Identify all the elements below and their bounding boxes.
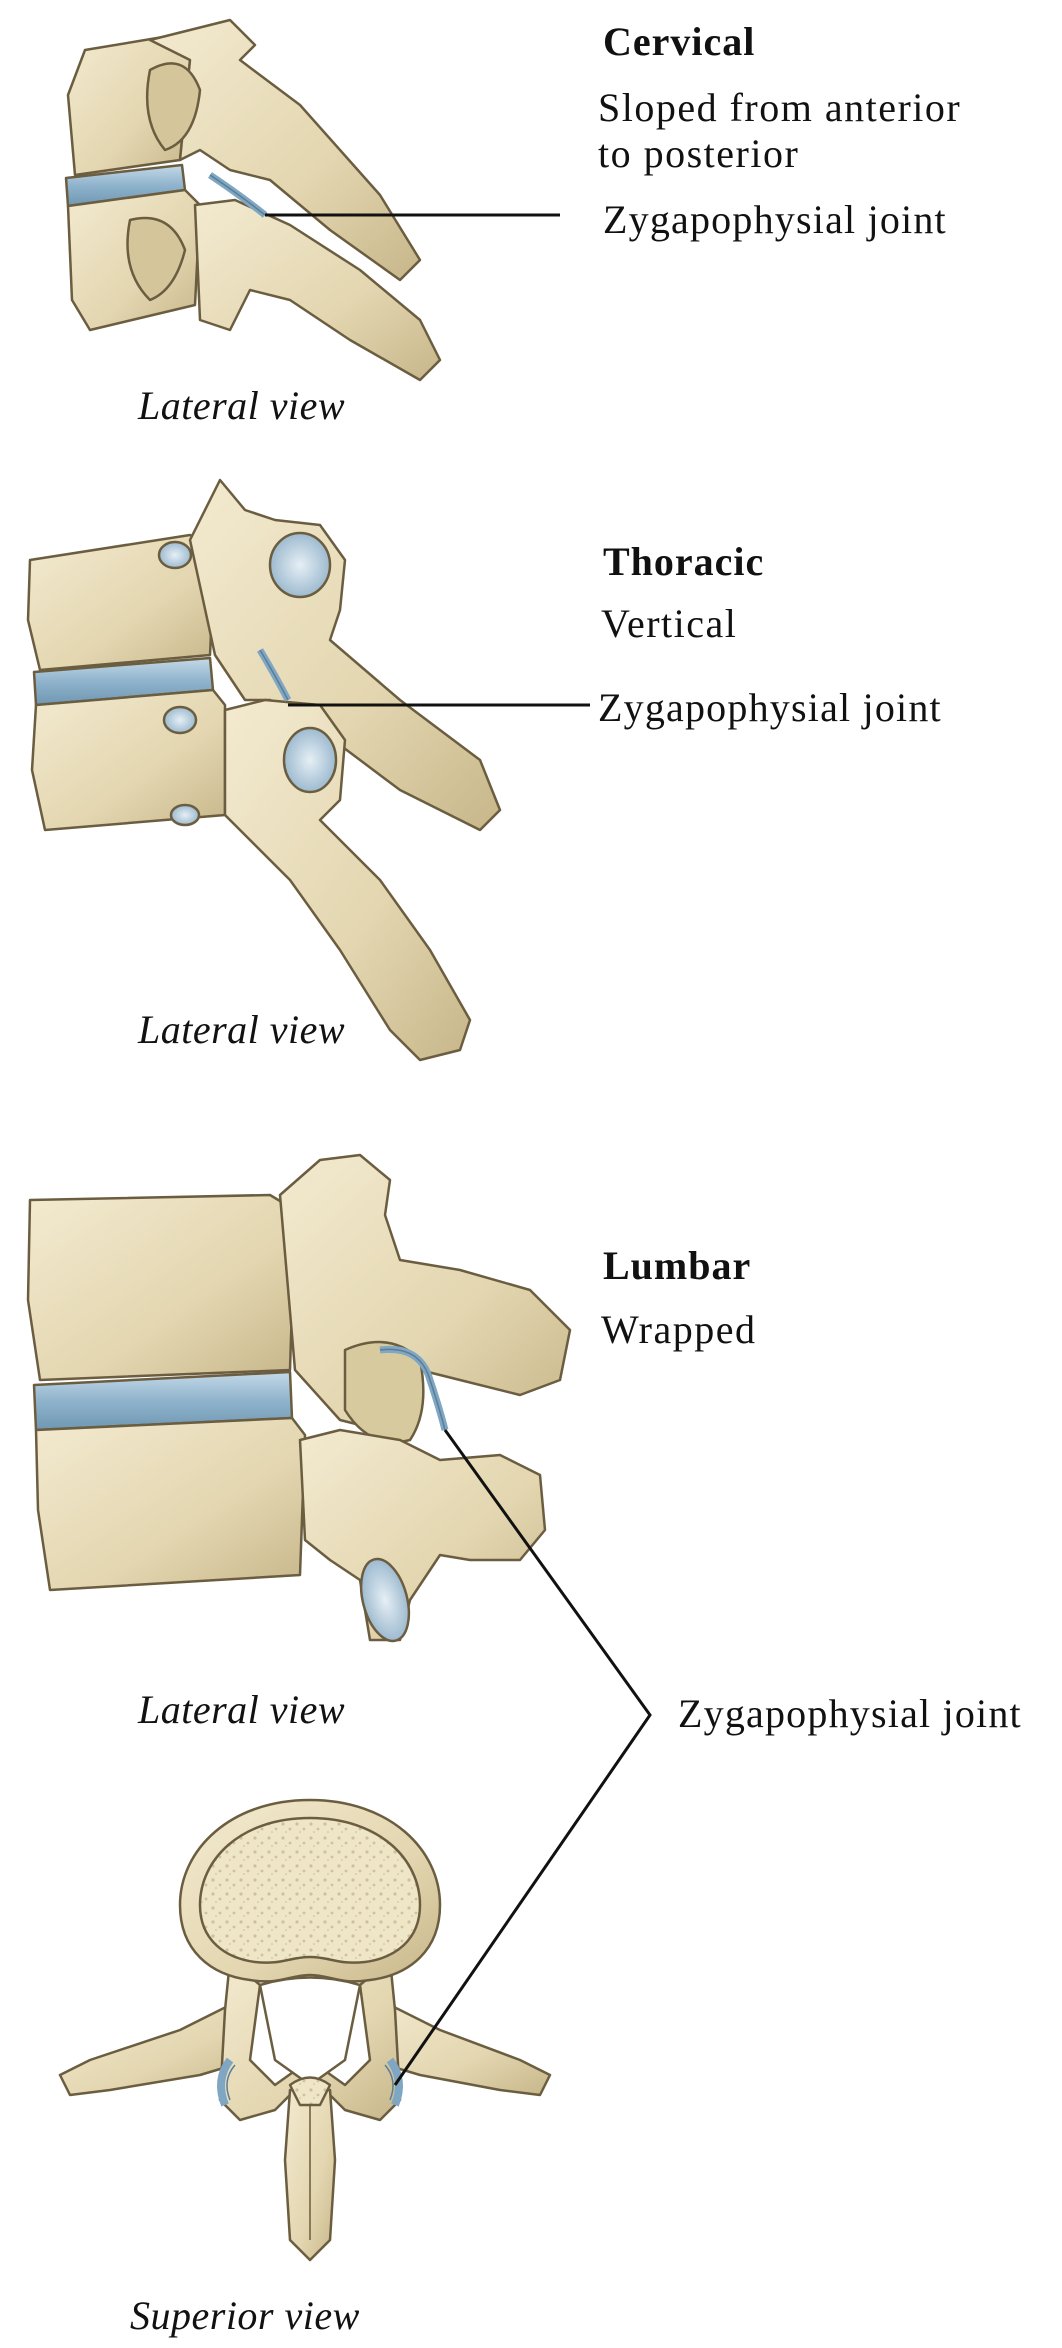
cervical-orientation-line1: Sloped from anterior bbox=[598, 84, 961, 132]
lumbar-orientation: Wrapped bbox=[601, 1306, 756, 1354]
lumbar-lateral-drawing bbox=[28, 1155, 570, 1646]
cervical-vertebrae-drawing bbox=[66, 20, 440, 380]
lumbar-title: Lumbar bbox=[603, 1242, 751, 1289]
cervical-view-label: Lateral view bbox=[138, 382, 345, 429]
lumbar-joint-label: Zygapophysial joint bbox=[678, 1690, 1022, 1737]
lumbar-superior-view-label: Superior view bbox=[130, 2292, 360, 2339]
thoracic-view-label: Lateral view bbox=[138, 1006, 345, 1053]
cervical-title: Cervical bbox=[603, 18, 755, 65]
thoracic-title: Thoracic bbox=[603, 538, 764, 585]
lumbar-lateral-view-label: Lateral view bbox=[138, 1686, 345, 1733]
cervical-joint-label: Zygapophysial joint bbox=[603, 196, 947, 243]
cervical-orientation-line2: to posterior bbox=[598, 130, 799, 178]
thoracic-orientation: Vertical bbox=[601, 600, 737, 648]
thoracic-vertebrae-drawing bbox=[28, 480, 500, 1060]
lumbar-superior-drawing bbox=[60, 1800, 550, 2260]
thoracic-joint-label: Zygapophysial joint bbox=[598, 684, 942, 731]
